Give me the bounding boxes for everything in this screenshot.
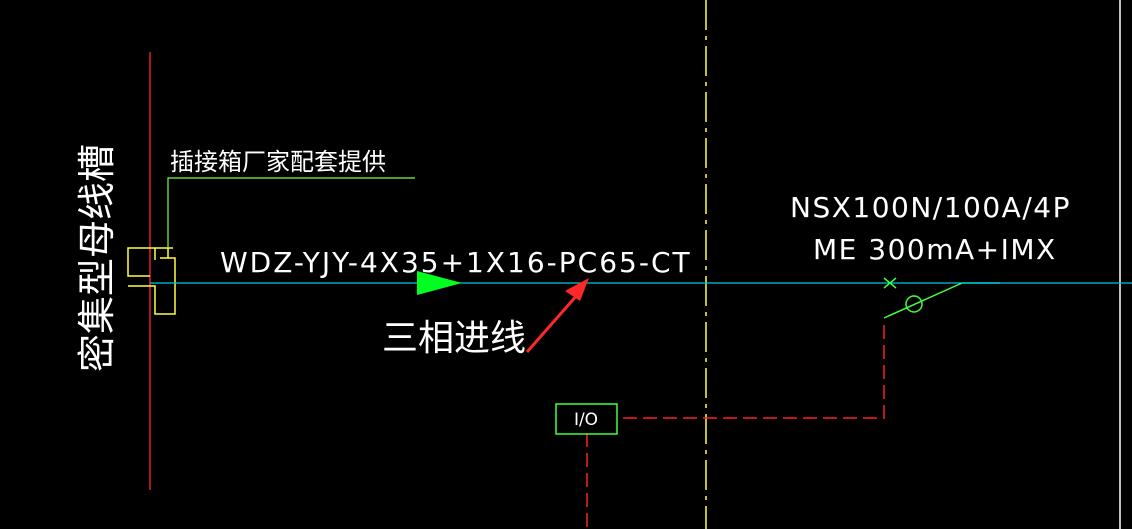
plug-box-symbol [127,247,176,315]
plug-box-leader-line [167,177,415,248]
control-wiring [586,325,885,529]
busway-label: 密集型母线槽 [75,144,119,372]
plug-box-note: 插接箱厂家配套提供 [170,148,386,176]
io-box-label: I/O [574,410,598,430]
io-box [555,403,618,435]
breaker-option-label: ME 300mA+IMX [813,233,1057,266]
incoming-note: 三相进线 [382,318,526,359]
red-pointer-arrow-icon [525,278,589,353]
triangle-right-icon [417,271,462,295]
cable-spec-label: WDZ-YJY-4X35+1X16-PC65-CT [220,246,692,279]
circuit-breaker-icon [883,277,1000,319]
breaker-model-label: NSX100N/100A/4P [790,191,1071,224]
